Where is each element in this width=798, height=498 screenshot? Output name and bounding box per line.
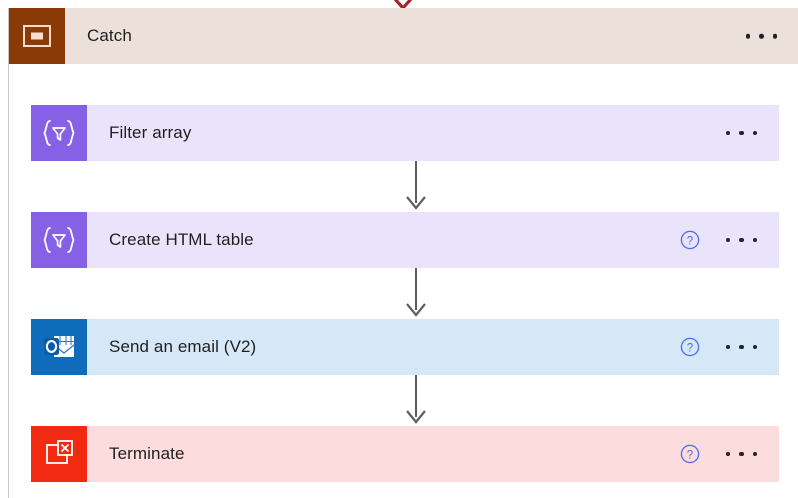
data-operation-icon bbox=[31, 105, 87, 161]
action-more-menu[interactable] bbox=[725, 344, 757, 350]
help-icon[interactable]: ? bbox=[680, 337, 700, 357]
connector-arrow bbox=[406, 161, 426, 210]
scope-header[interactable]: Catch bbox=[9, 8, 798, 64]
help-icon[interactable]: ? bbox=[680, 230, 700, 250]
action-row[interactable]: Terminate ? bbox=[31, 426, 779, 482]
svg-text:?: ? bbox=[686, 342, 692, 354]
row-controls: ? bbox=[680, 337, 780, 357]
action-label: Create HTML table bbox=[109, 230, 254, 249]
action-more-menu[interactable] bbox=[725, 237, 757, 243]
action-more-menu[interactable] bbox=[725, 451, 757, 457]
scope-more-menu[interactable] bbox=[745, 33, 777, 39]
action-row[interactable]: Create HTML table ? bbox=[31, 212, 779, 268]
svg-text:?: ? bbox=[686, 235, 692, 247]
scope-icon bbox=[9, 8, 65, 64]
action-more-menu[interactable] bbox=[725, 130, 757, 136]
row-controls bbox=[725, 130, 780, 136]
catch-scope: Catch Filter array bbox=[8, 8, 798, 498]
terminate-icon bbox=[31, 426, 87, 482]
action-row[interactable]: Send an email (V2) ? bbox=[31, 319, 779, 375]
row-controls: ? bbox=[680, 230, 780, 250]
page-title: Catch bbox=[87, 26, 132, 45]
svg-text:?: ? bbox=[686, 449, 692, 461]
data-operation-icon bbox=[31, 212, 87, 268]
row-controls: ? bbox=[680, 444, 780, 464]
connector-arrow bbox=[406, 268, 426, 317]
action-list: Filter array Create HTML table bbox=[9, 64, 798, 482]
connector-arrow bbox=[406, 375, 426, 424]
outlook-icon bbox=[31, 319, 87, 375]
help-icon[interactable]: ? bbox=[680, 444, 700, 464]
action-label: Send an email (V2) bbox=[109, 337, 257, 356]
action-label: Terminate bbox=[109, 444, 185, 463]
action-row[interactable]: Filter array bbox=[31, 105, 779, 161]
action-label: Filter array bbox=[109, 123, 192, 142]
